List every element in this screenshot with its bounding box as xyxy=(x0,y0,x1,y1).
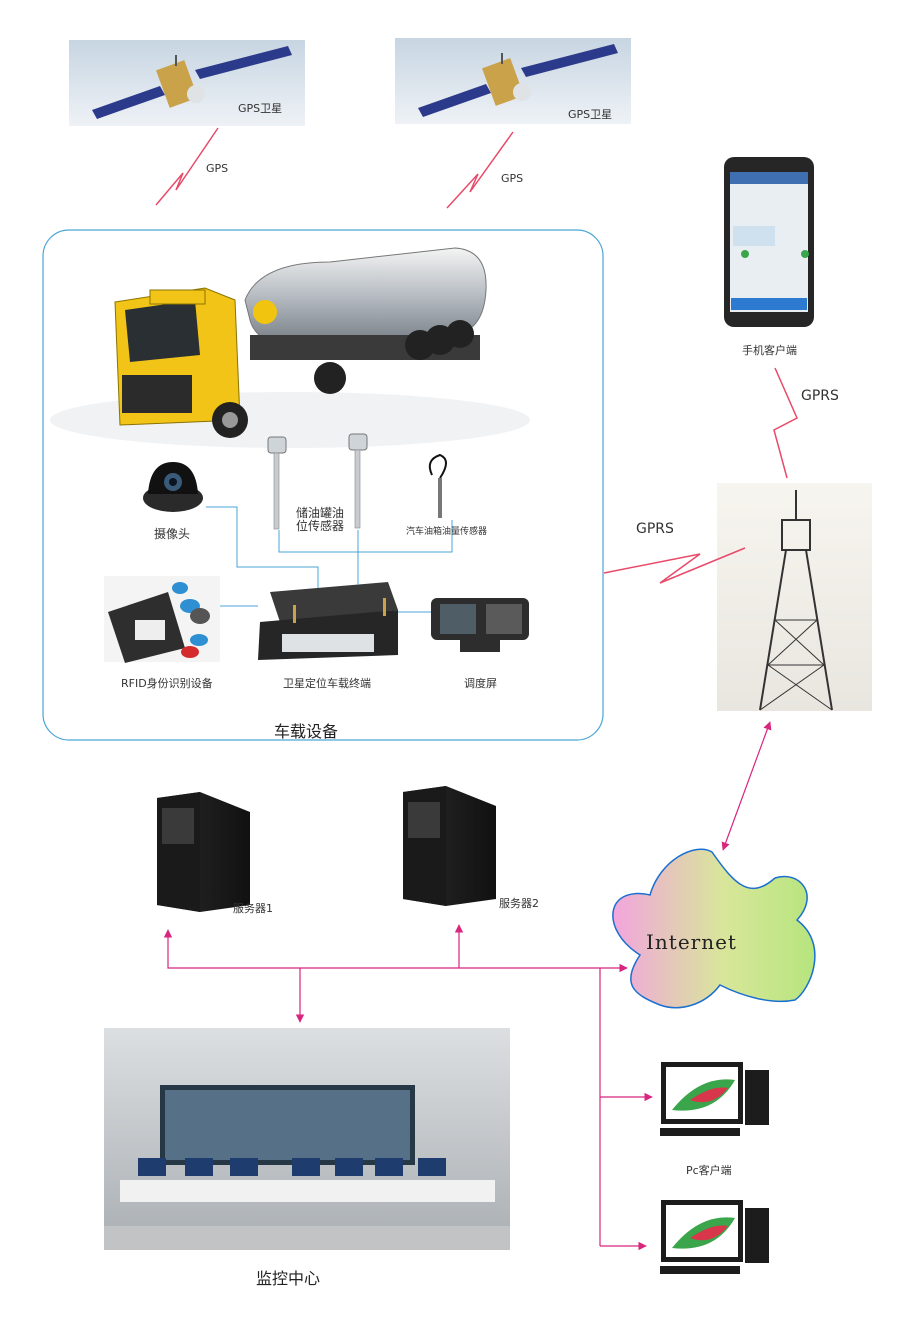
mobile-client-label: 手机客户端 xyxy=(742,344,797,357)
vehicle-box-title: 车载设备 xyxy=(274,722,339,741)
tank-level-sensor-image xyxy=(267,433,368,530)
tank-sensor-label: 储油罐油 位传感器 xyxy=(296,506,345,533)
cell-tower-image xyxy=(717,483,872,711)
tank-truck-image xyxy=(50,247,530,448)
gprs-link-phone xyxy=(773,367,798,479)
camera-image xyxy=(140,457,206,519)
gps-label-right: GPS xyxy=(501,172,524,185)
internet-cloud xyxy=(612,848,816,1009)
monitor-center-label: 监控中心 xyxy=(256,1269,321,1288)
server-label-2: 服务器2 xyxy=(499,897,539,910)
satellite-image-2 xyxy=(395,38,631,124)
network-links xyxy=(163,721,772,1251)
pc-client-image-2 xyxy=(660,1200,769,1274)
pc-client-label: Pc客户端 xyxy=(686,1164,732,1177)
vehicle-wiring xyxy=(206,506,453,613)
terminal-label: 卫星定位车载终端 xyxy=(283,677,371,690)
satellite-image-1 xyxy=(69,40,305,126)
dispatch-screen-image xyxy=(431,598,529,652)
server-label-1: 服务器1 xyxy=(233,902,273,915)
gprs-link-tower xyxy=(603,547,746,584)
internet-label: Internet xyxy=(646,930,737,954)
satellite-label-2: GPS卫星 xyxy=(568,108,613,121)
monitor-center-image xyxy=(104,1028,510,1250)
camera-label: 摄像头 xyxy=(154,527,191,541)
rfid-device-image xyxy=(104,576,220,663)
dispatch-screen-label: 调度屏 xyxy=(464,677,497,690)
server-image-1 xyxy=(157,792,250,912)
server-image-2 xyxy=(403,786,496,906)
gps-link-right xyxy=(446,131,514,209)
fuel-sensor-image xyxy=(428,453,447,518)
gprs-label-tower: GPRS xyxy=(636,521,674,537)
rfid-label: RFID身份识别设备 xyxy=(121,677,213,690)
pc-client-image-1 xyxy=(660,1062,769,1136)
mobile-phone-image xyxy=(724,157,814,327)
satellite-label-1: GPS卫星 xyxy=(238,102,283,115)
vehicle-terminal-image xyxy=(258,582,398,660)
vehicle-equipment-box xyxy=(42,229,604,741)
fuel-sensor-label: 汽车油箱油量传感器 xyxy=(406,527,488,537)
gps-label-left: GPS xyxy=(206,162,229,175)
gps-link-left xyxy=(155,127,219,206)
gprs-label-phone: GPRS xyxy=(801,388,839,404)
